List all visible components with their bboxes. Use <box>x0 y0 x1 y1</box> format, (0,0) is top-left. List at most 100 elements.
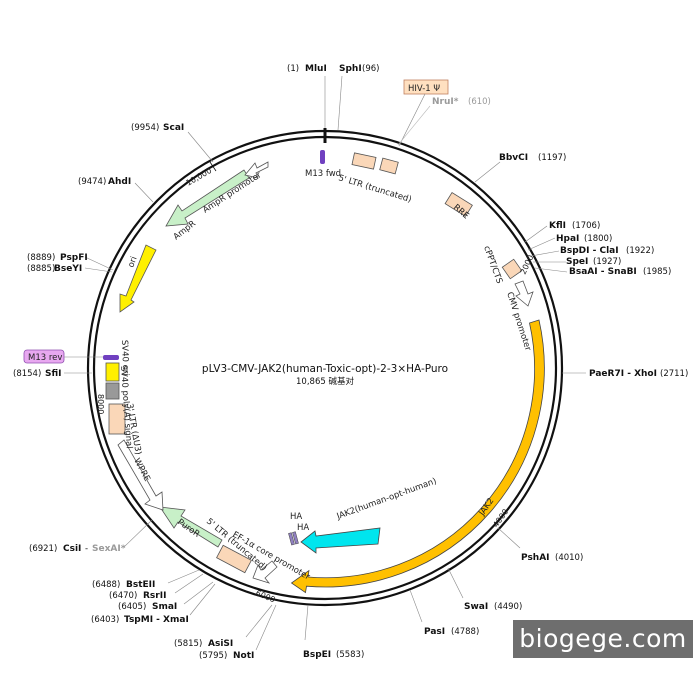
site-bsteii[interactable]: (6488) BstEII <box>92 569 200 590</box>
svg-text:(96): (96) <box>362 64 379 74</box>
site-bbvci[interactable]: BbvCI (1197) <box>474 153 566 183</box>
svg-text:AsiSI: AsiSI <box>208 639 233 649</box>
site-bsaai[interactable]: BsaAI - SnaBI (1985) <box>534 267 671 277</box>
svg-text:(9954): (9954) <box>131 123 159 133</box>
site-csii[interactable]: (6921) CsiI - SexAI* <box>29 519 153 554</box>
site-sfii[interactable]: (8154) SfiI <box>13 369 92 379</box>
svg-text:SfiI: SfiI <box>45 369 62 379</box>
svg-text:(4490): (4490) <box>494 602 522 612</box>
site-smai[interactable]: (6405) SmaI <box>118 581 214 612</box>
site-rsrii[interactable]: (6470) RsrII <box>109 573 204 601</box>
site-pspfi[interactable]: (8889) PspFI <box>27 253 114 271</box>
site-swai[interactable]: SwaI (4490) <box>447 567 522 612</box>
map-size: 10,865 碱基对 <box>296 376 354 387</box>
ampr-promoter-arrow <box>244 161 269 179</box>
site-pasi[interactable]: PasI (4788) <box>409 589 479 637</box>
puror-arrow <box>159 506 223 548</box>
sv40-ori-box <box>105 362 120 382</box>
svg-text:MluI: MluI <box>305 64 327 74</box>
svg-text:BsaAI - SnaBI: BsaAI - SnaBI <box>569 267 637 277</box>
m13-fwd-label: M13 fwd <box>305 169 341 179</box>
site-bspei[interactable]: BspEI (5583) <box>303 604 364 660</box>
site-tspmi[interactable]: (6403) TspMI - XmaI <box>91 583 216 625</box>
svg-text:KflI: KflI <box>549 221 566 231</box>
svg-text:SpeI: SpeI <box>566 257 588 267</box>
site-pshai[interactable]: PshAI (4010) <box>497 527 583 563</box>
site-scai[interactable]: (9954) ScaI <box>131 123 214 163</box>
ampr-arrow <box>165 169 250 227</box>
sv40-ori-label: SV40 ori <box>119 340 130 376</box>
svg-text:PasI: PasI <box>424 627 445 637</box>
svg-text:SphI: SphI <box>339 64 362 74</box>
ha-label-2: HA <box>297 523 309 533</box>
ori-arrow <box>119 244 157 313</box>
watermark-biogege: biogege.com <box>513 620 693 658</box>
ltr5-top-label: 5' LTR (truncated) <box>337 173 412 205</box>
tick-10000: 10,000 <box>185 166 214 188</box>
ha-label-1: HA <box>290 512 302 522</box>
site-kfli[interactable]: KflI (1706) <box>524 221 600 243</box>
tick-2000: 2000 <box>519 254 536 276</box>
svg-text:(9474): (9474) <box>78 177 106 187</box>
site-paer7i[interactable]: PaeR7I - XhoI (2711) <box>562 369 688 379</box>
cmv-promoter-arrow <box>514 280 534 307</box>
svg-text:(1927): (1927) <box>593 257 621 267</box>
site-noti[interactable]: (5795) NotI <box>199 604 277 661</box>
svg-text:PspFI: PspFI <box>60 253 88 263</box>
site-mlui[interactable]: (1) MluI <box>287 64 327 128</box>
svg-text:(4788): (4788) <box>451 627 479 637</box>
cppt-box <box>501 258 523 280</box>
svg-text:(8889): (8889) <box>27 253 55 263</box>
svg-text:BstEII: BstEII <box>126 580 155 590</box>
m13-fwd-bar <box>320 150 325 164</box>
svg-text:NotI: NotI <box>233 651 254 661</box>
svg-text:(2711): (2711) <box>660 369 688 379</box>
hiv1-psi-box <box>403 79 449 95</box>
hiv1-psi-label: HIV-1 Ψ <box>408 84 440 94</box>
m13-rev-box <box>23 349 65 364</box>
svg-text:(1800): (1800) <box>584 234 612 244</box>
site-bseyi[interactable]: (8885) BseYI <box>27 264 113 274</box>
ha-tags <box>288 531 299 546</box>
map-title: pLV3-CMV-JAK2(human-Toxic-opt)-2-3×HA-Pu… <box>202 363 448 375</box>
site-ahdi[interactable]: (9474) AhdI <box>78 177 154 203</box>
svg-text:SwaI: SwaI <box>464 602 488 612</box>
site-spei[interactable]: SpeI (1927) <box>533 257 621 267</box>
svg-text:(1197): (1197) <box>538 153 566 163</box>
ef1a-promoter-arrow <box>252 560 278 584</box>
ori-label: ori <box>126 255 139 269</box>
site-bspdi[interactable]: BspDI - ClaI (1922) <box>530 246 654 257</box>
svg-text:(5815): (5815) <box>174 639 202 649</box>
svg-text:BseYI: BseYI <box>54 264 82 274</box>
svg-text:(8885): (8885) <box>27 264 55 274</box>
svg-text:RsrII: RsrII <box>143 591 166 601</box>
svg-text:(8154): (8154) <box>13 369 41 379</box>
jak2-opt-label: JAK2(human-opt-human) <box>335 476 438 522</box>
tick-10000-mark <box>209 161 217 172</box>
svg-text:(1706): (1706) <box>572 221 600 231</box>
svg-text:TspMI - XmaI: TspMI - XmaI <box>124 615 189 625</box>
svg-text:SexAI*: SexAI* <box>92 544 126 554</box>
svg-text:NruI*: NruI* <box>432 97 459 107</box>
svg-text:(4010): (4010) <box>555 553 583 563</box>
site-nrui[interactable]: NruI* (610) <box>397 97 491 146</box>
svg-text:(6403): (6403) <box>91 615 119 625</box>
svg-text:(5583): (5583) <box>336 650 364 660</box>
svg-text:CsiI: CsiI <box>63 544 81 554</box>
site-sphi[interactable]: SphI (96) <box>337 64 379 131</box>
svg-text:-: - <box>85 544 88 554</box>
svg-text:AhdI: AhdI <box>108 177 131 187</box>
svg-text:(610): (610) <box>468 97 491 107</box>
svg-text:(6470): (6470) <box>109 591 137 601</box>
svg-text:(6488): (6488) <box>92 580 120 590</box>
wpre-arrow <box>117 439 164 511</box>
svg-text:(1): (1) <box>287 64 299 74</box>
hiv1-psi-leader <box>398 93 426 147</box>
tick-6000: 6000 <box>254 589 276 605</box>
svg-text:(5795): (5795) <box>199 651 227 661</box>
svg-text:(6921): (6921) <box>29 544 57 554</box>
site-hpai[interactable]: HpaI (1800) <box>527 234 612 251</box>
site-asisi[interactable]: (5815) AsiSI <box>174 604 273 649</box>
